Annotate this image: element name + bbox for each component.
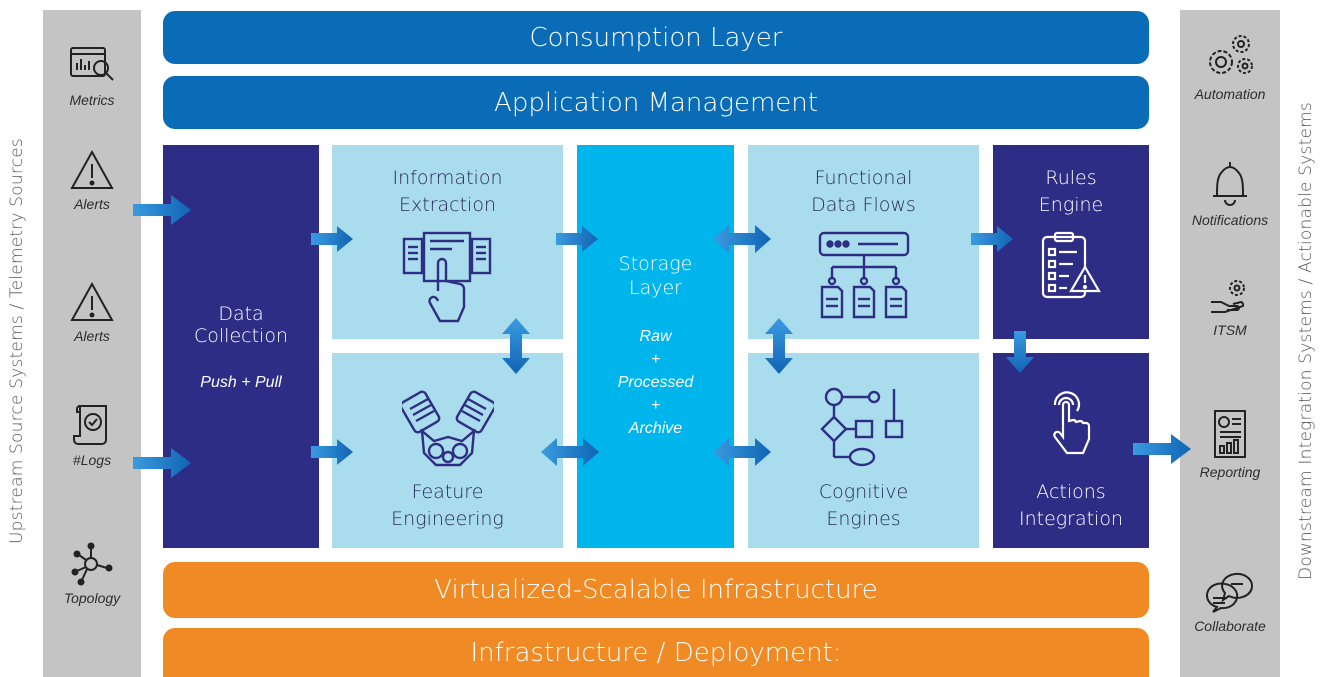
arrow-extraction-to-storage [556,226,598,252]
storage-sub-plus-2: + [650,397,661,414]
virtualized-infrastructure-bar: Virtualized-Scalable Infrastructure [163,562,1149,618]
source-label: Alerts [74,328,110,344]
log-scroll-icon [73,405,107,445]
functional-data-flows-title-line-1: Functional [814,167,913,189]
downstream-systems-rail [1180,10,1280,677]
document-touch-icon [402,231,492,323]
functional-data-flows-block: Functional Data Flows [748,145,979,339]
storage-layer-title-line-1: Storage [618,253,693,275]
source-metrics: Metrics [42,44,142,108]
storage-sub-processed: Processed [617,374,694,391]
source-alerts-1: Alerts [42,148,142,212]
storage-sub-plus-1: + [650,351,661,368]
touch-finger-icon [1053,391,1091,455]
target-label: ITSM [1213,322,1247,338]
information-extraction-title-line-2: Extraction [399,194,496,216]
arrow-collection-to-extraction [311,226,353,252]
engine-icon [402,390,494,467]
infrastructure-deployment-bar: Infrastructure / Deployment: [163,628,1149,677]
gears-icon [1209,35,1253,74]
source-label: Topology [63,590,121,606]
arrow-extraction-feature-bidirectional [502,318,530,374]
application-management-bar: Application Management [163,76,1149,129]
target-notifications: Notifications [1180,158,1280,228]
target-itsm: ITSM [1180,278,1280,338]
application-management-label: Application Management [494,87,818,118]
target-label: Automation [1194,86,1266,102]
rules-engine-title-line-2: Engine [1038,194,1104,216]
consumption-layer-label: Consumption Layer [529,22,783,53]
arrow-actions-to-reporting [1133,434,1191,464]
source-alerts-2: Alerts [42,280,142,344]
target-collaborate: Collaborate [1180,570,1280,634]
storage-layer-title-line-2: Layer [629,277,682,299]
rules-engine-title-line-1: Rules [1045,167,1097,189]
storage-layer-block: Storage Layer Raw + Processed + Archive [577,145,734,548]
information-extraction-block: Information Extraction [332,145,563,339]
source-topology: Topology [42,542,142,606]
data-collection-block: Data Collection Push + Pull [163,145,319,548]
downstream-systems-label: Downstream Integration Systems / Actiona… [1296,102,1316,580]
source-label: Metrics [69,92,115,108]
upstream-sources-label: Upstream Source Systems / Telemetry Sour… [7,138,27,544]
storage-sub-archive: Archive [628,420,683,437]
arrow-logs-to-collection [133,448,191,478]
data-collection-title-line-2: Collection [194,325,288,347]
cognitive-engines-block: Cognitive Engines [748,353,979,548]
arrow-storage-cognitive-bidirectional [713,438,771,466]
topology-network-icon [71,542,113,586]
data-collection-subtitle: Push + Pull [200,374,282,391]
feature-engineering-title-line-2: Engineering [391,508,504,530]
rules-engine-block: Rules Engine [993,145,1149,339]
target-reporting: Reporting [1180,408,1280,480]
data-flow-icon [818,231,910,319]
storage-sub-raw: Raw [639,328,672,345]
target-label: Notifications [1191,212,1269,228]
cognitive-engines-title-line-2: Engines [826,508,901,530]
metrics-dashboard-icon [70,47,114,81]
source-label: #Logs [72,452,112,468]
source-label: Alerts [74,196,110,212]
feature-engineering-block: Feature Engineering [332,353,563,548]
report-document-icon [1214,410,1246,458]
actions-integration-block: Actions Integration [993,353,1149,548]
hand-gear-icon [1211,280,1245,313]
arrow-rules-to-actions [1006,331,1034,373]
functional-data-flows-title-line-2: Data Flows [811,194,916,216]
infrastructure-deployment-label: Infrastructure / Deployment: [470,637,842,668]
actions-integration-title-line-2: Integration [1018,508,1124,530]
upstream-sources-rail [43,10,141,677]
bell-icon [1213,162,1247,206]
feature-engineering-title-line-1: Feature [411,481,484,503]
arrow-alerts-to-collection [133,195,191,225]
target-automation: Automation [1180,32,1280,102]
flowchart-icon [820,387,904,467]
cognitive-engines-title-line-1: Cognitive [818,481,909,503]
chat-bubbles-icon [1206,572,1254,613]
arrow-dataflows-to-rules [971,226,1013,252]
information-extraction-title-line-1: Information [392,167,503,189]
alert-triangle-icon [70,281,114,321]
source-logs: #Logs [42,402,142,468]
virtualized-infrastructure-label: Virtualized-Scalable Infrastructure [434,575,878,605]
arrow-collection-to-feature [311,439,353,465]
checklist-warning-icon [1041,231,1101,299]
target-label: Reporting [1199,464,1261,480]
actions-integration-title-line-1: Actions [1036,481,1106,503]
target-label: Collaborate [1194,618,1266,634]
data-collection-title-line-1: Data [218,303,264,325]
arrow-feature-storage-bidirectional [541,438,599,466]
consumption-layer-bar: Consumption Layer [163,11,1149,64]
arrow-dataflows-cognitive-bidirectional [765,318,793,374]
alert-triangle-icon [70,149,114,189]
arrow-storage-dataflows-bidirectional [713,225,771,253]
